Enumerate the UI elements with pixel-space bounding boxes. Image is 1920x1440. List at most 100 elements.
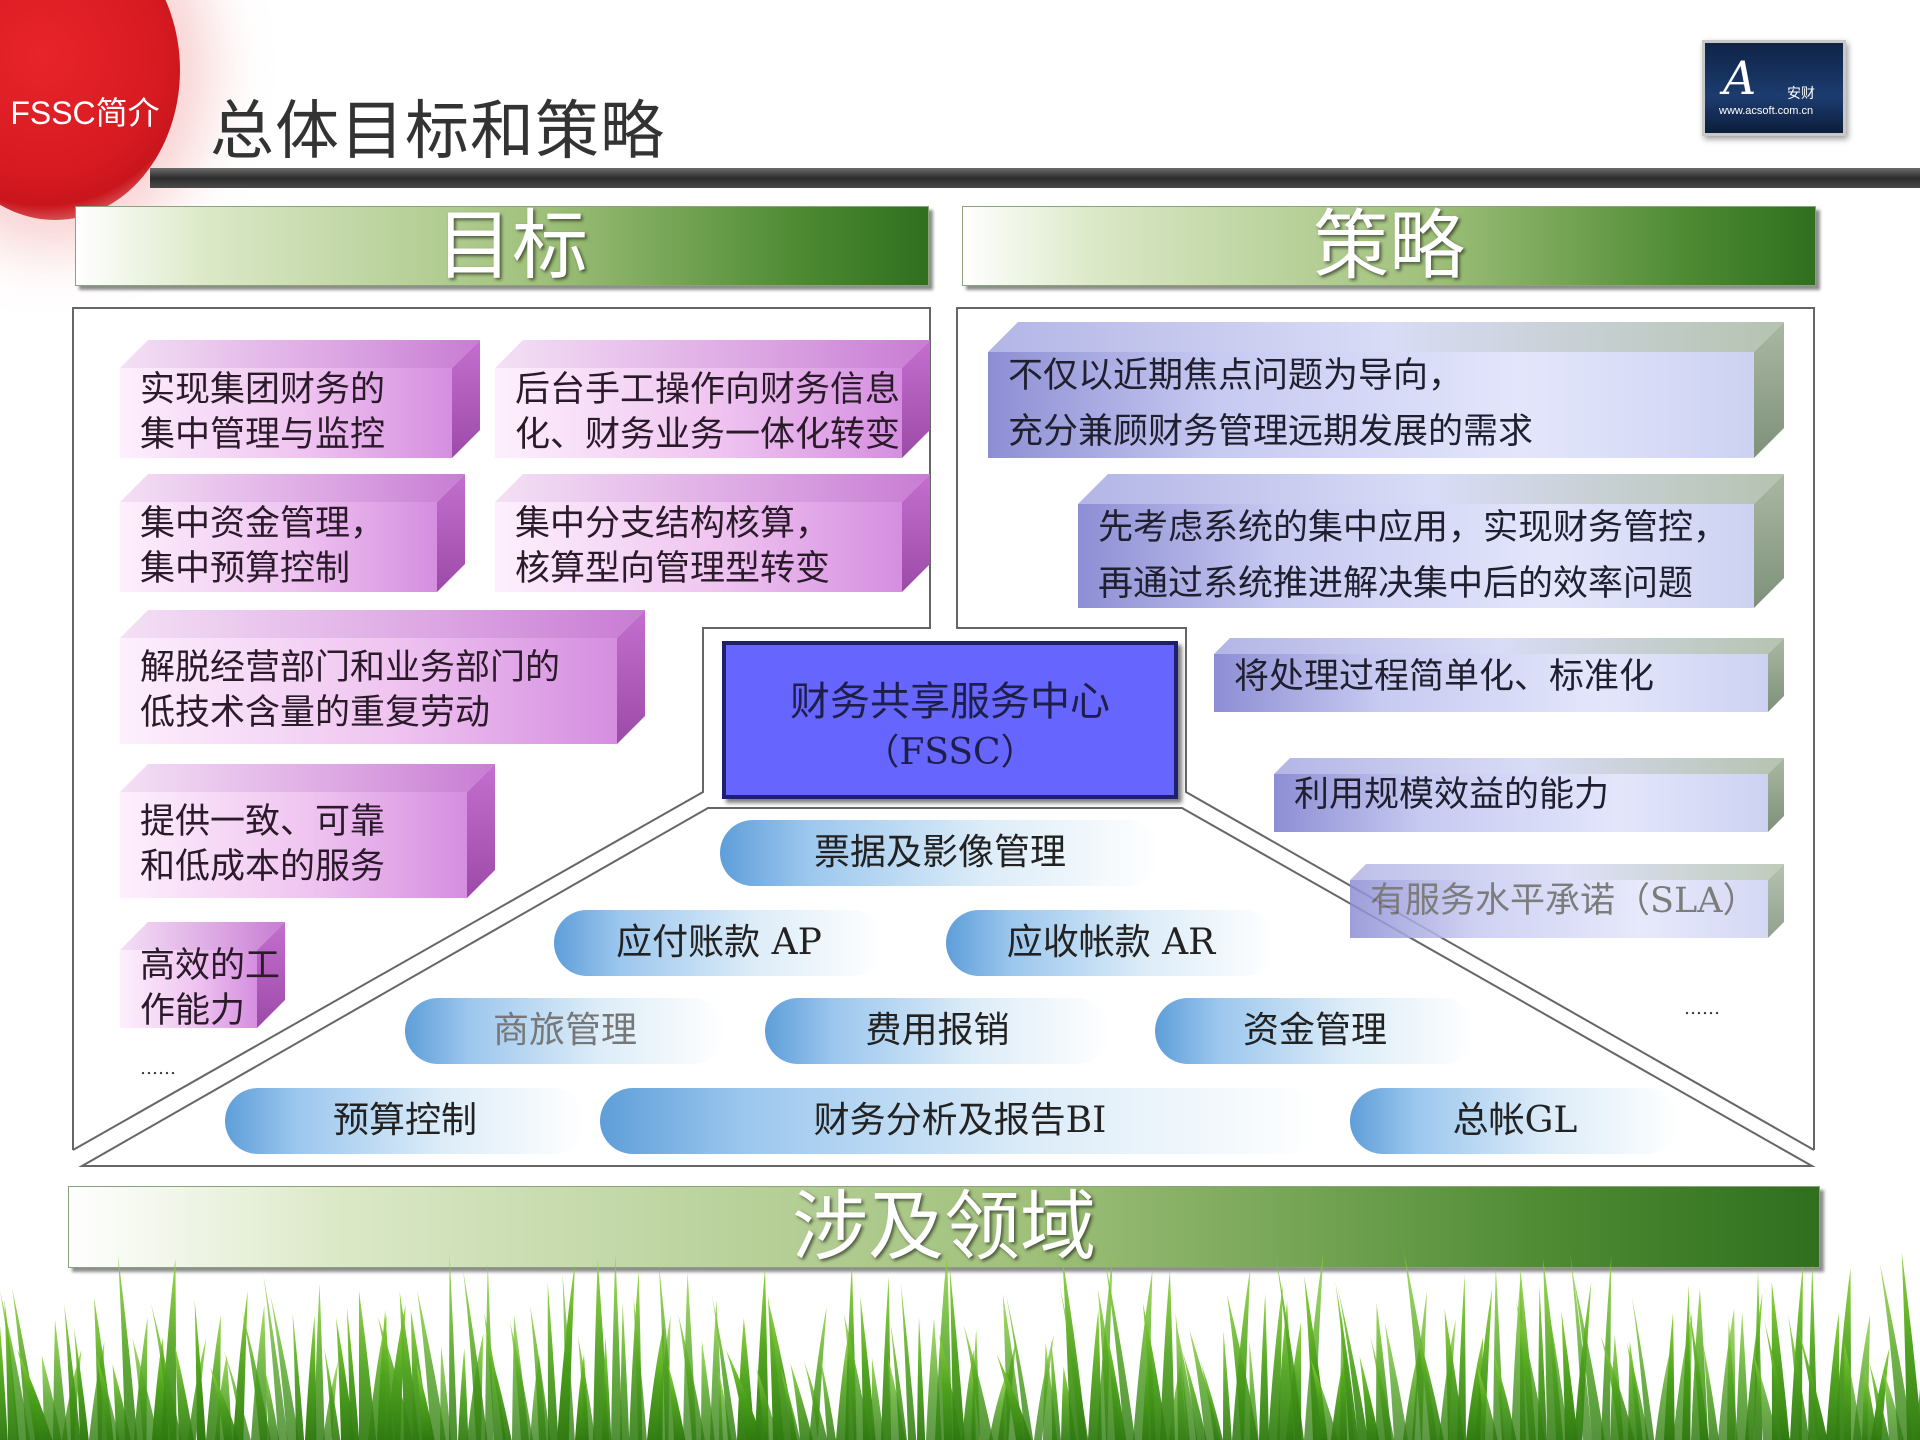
grass-blade (117, 1255, 138, 1440)
strategy-box-4: 利用规模效益的能力 (1274, 758, 1784, 832)
grass-blade (174, 1344, 194, 1440)
goal-5-line2: 低技术含量的重复劳动 (140, 693, 491, 733)
fssc-center-box: 财务共享服务中心 （FSSC） (722, 641, 1178, 799)
grass-blade (1475, 1288, 1493, 1440)
grass-blade (1516, 1302, 1546, 1440)
grass-blade (871, 1357, 885, 1440)
grass-blade (678, 1314, 705, 1440)
domain-label: 应收帐款 AR (1006, 922, 1216, 963)
grass-blade (949, 1265, 965, 1440)
grass-blade (1682, 1284, 1691, 1440)
grass-blade (484, 1330, 512, 1440)
grass-blade (1104, 1256, 1136, 1440)
strategy-box-2: 先考虑系统的集中应用，实现财务管控，再通过系统推进解决集中后的效率问题 (1078, 474, 1784, 608)
strategy-1-line2: 充分兼顾财务管理远期发展的需求 (1008, 412, 1534, 452)
grass-blade (1871, 1347, 1890, 1440)
strategy-2-line1: 先考虑系统的集中应用，实现财务管控， (1098, 508, 1729, 548)
grass-blade (917, 1316, 926, 1440)
grass-blade (458, 1347, 469, 1440)
grass-blade (74, 1327, 89, 1440)
strategy-box-3: 将处理过程简单化、标准化 (1214, 638, 1784, 712)
grass-decoration (0, 1252, 1920, 1440)
fssc-abbr: （FSSC） (863, 732, 1037, 773)
domain-pill: 资金管理 (1155, 998, 1475, 1064)
grass-blade (1626, 1341, 1649, 1440)
goal-box-7: 高效的工作能力 (120, 922, 285, 1028)
grass-blade (1182, 1352, 1207, 1440)
grass-blade (578, 1336, 596, 1440)
grass-blade (1335, 1282, 1359, 1440)
grass-blade (881, 1276, 892, 1440)
grass-blade (95, 1353, 120, 1440)
grass-blade (358, 1290, 377, 1440)
goal-2-line2: 化、财务业务一体化转变 (515, 415, 901, 455)
goal-box-3: 集中资金管理，集中预算控制 (120, 474, 465, 592)
grass-blade (0, 1291, 30, 1440)
goal-1-line2: 集中管理与监控 (140, 415, 386, 455)
domain-pill: 应收帐款 AR (946, 910, 1276, 976)
grass-blade (547, 1282, 559, 1440)
grass-blade (1050, 1339, 1061, 1440)
domain-label: 费用报销 (865, 1010, 1010, 1051)
grass-blade (1310, 1358, 1338, 1440)
domain-label: 应付账款 AP (616, 922, 822, 963)
goal-box-1: 实现集团财务的集中管理与监控 (120, 340, 480, 458)
grass-blade (820, 1356, 837, 1440)
grass-blade (1493, 1353, 1517, 1440)
domain-label: 财务分析及报告BI (813, 1100, 1107, 1141)
grass-blade (1414, 1319, 1444, 1440)
logo-url: www.acsoft.com.cn (1719, 105, 1814, 117)
grass-blade (1259, 1293, 1269, 1440)
grass-blade (1572, 1275, 1605, 1440)
strategy-box-5: 有服务水平承诺（SLA） (1350, 864, 1784, 938)
grass-blade (1538, 1285, 1547, 1440)
strategy-ellipsis: …… (1684, 998, 1720, 1019)
grass-blade (1771, 1281, 1790, 1440)
strategy-4-text: 利用规模效益的能力 (1294, 775, 1610, 815)
grass-blade (711, 1295, 737, 1440)
grass-blade (1688, 1307, 1710, 1440)
company-logo: A 安财 www.acsoft.com.cn (1702, 40, 1846, 136)
goal-6-line1: 提供一致、可靠 (140, 802, 386, 842)
grass-blade (223, 1349, 251, 1440)
goals-title: 目标 (436, 201, 588, 290)
grass-blade (602, 1336, 612, 1440)
domain-label: 预算控制 (332, 1100, 477, 1141)
grass-blade (996, 1353, 1032, 1440)
domain-label: 总帐GL (1452, 1100, 1578, 1141)
header-divider (150, 168, 1920, 188)
grass-blade (440, 1345, 452, 1440)
strategy-title: 策略 (1313, 201, 1465, 290)
grass-blade (263, 1275, 288, 1440)
domain-pill: 应付账款 AP (554, 910, 884, 976)
domain-label: 票据及影像管理 (813, 832, 1066, 873)
grass-blade (1561, 1311, 1578, 1440)
goal-5-line1: 解脱经营部门和业务部门的 (140, 648, 561, 688)
grass-blade (530, 1305, 551, 1440)
domain-pill: 财务分析及报告BI (600, 1088, 1320, 1154)
strategy-banner: 策略 (962, 206, 1816, 286)
grass-blade (132, 1338, 159, 1440)
grass-blade (1763, 1318, 1791, 1440)
strategy-5-text: 有服务水平承诺（SLA） (1370, 881, 1758, 921)
grass-blade (1104, 1323, 1127, 1440)
goal-7-line1: 高效的工 (140, 946, 281, 986)
grass-blade (161, 1258, 177, 1440)
grass-blade (417, 1290, 446, 1440)
grass-blade (803, 1360, 828, 1440)
logo-name: 安财 (1787, 86, 1815, 102)
grass-blade (194, 1299, 206, 1440)
grass-blade (1223, 1330, 1232, 1440)
grass-blade (963, 1324, 994, 1440)
grass-blade (1142, 1302, 1168, 1440)
grass-blade (1879, 1263, 1913, 1440)
domain-pill: 票据及影像管理 (720, 820, 1160, 886)
grass-blade (790, 1363, 813, 1440)
grass-blade (346, 1306, 360, 1440)
grass-blade (1359, 1355, 1380, 1440)
grass-blade (1901, 1252, 1920, 1440)
grass-blade (1200, 1361, 1223, 1440)
domain-label: 商旅管理 (492, 1010, 637, 1051)
goal-4-line2: 核算型向管理型转变 (515, 549, 831, 589)
grass-blade (611, 1254, 623, 1440)
